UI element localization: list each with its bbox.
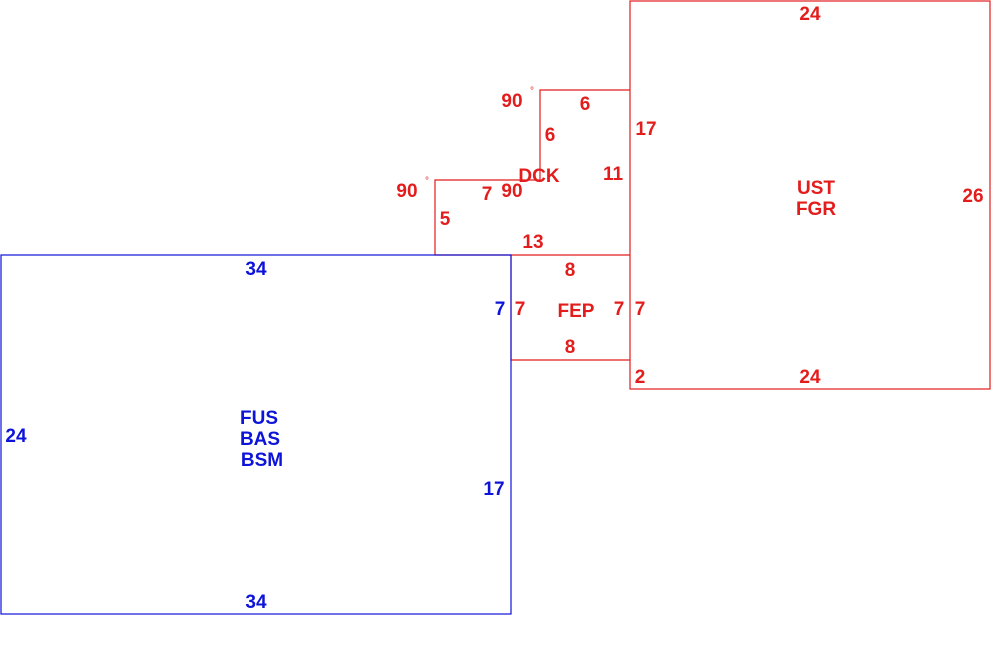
fus-left-dimension: 24 bbox=[5, 426, 27, 447]
dck-code: DCK bbox=[518, 166, 559, 187]
dck-left-upper-dimension: 6 bbox=[545, 125, 556, 146]
area-ust-fgr-outline bbox=[629, 0, 991, 390]
dck-bottom-dimension: 13 bbox=[522, 232, 543, 253]
fus-bottom-dimension: 34 bbox=[245, 592, 267, 613]
ust-fgr-code-1: UST bbox=[797, 178, 835, 199]
dck-top-dimension: 6 bbox=[580, 94, 591, 115]
fus-right-lower-dimension: 17 bbox=[483, 479, 504, 500]
area-fep: 8 7 FEP 7 8 bbox=[510, 255, 630, 361]
area-fus-bas-bsm-outline bbox=[0, 254, 512, 615]
dck-angle-top: 90 bbox=[501, 91, 522, 112]
fep-bottom-dimension: 8 bbox=[565, 337, 576, 358]
ust-fgr-left-lower-dimension: 2 bbox=[635, 367, 646, 388]
ust-fgr-bottom-dimension: 24 bbox=[799, 367, 821, 388]
degree-mark-left: ° bbox=[425, 176, 429, 187]
fus-code-1: FUS bbox=[240, 408, 278, 429]
dck-left-lower-dimension: 5 bbox=[440, 209, 451, 230]
ust-fgr-top-dimension: 24 bbox=[799, 4, 821, 25]
fep-top-dimension: 8 bbox=[565, 260, 576, 281]
fus-code-2: BAS bbox=[240, 429, 280, 450]
area-ust-fgr: 24 26 24 17 7 2 UST FGR bbox=[629, 0, 991, 390]
fep-left-dimension: 7 bbox=[515, 299, 526, 320]
ust-fgr-right-dimension: 26 bbox=[962, 186, 983, 207]
degree-mark-top: ° bbox=[530, 86, 534, 97]
fep-code: FEP bbox=[558, 301, 595, 322]
ust-fgr-left-mid-dimension: 7 bbox=[635, 299, 646, 320]
dck-right-dimension: 11 bbox=[603, 164, 624, 185]
fus-right-upper-dimension: 7 bbox=[495, 299, 506, 320]
fep-right-dimension: 7 bbox=[614, 299, 625, 320]
fus-top-dimension: 34 bbox=[245, 259, 267, 280]
area-dck: 6 90 ° 6 11 DCK 90 ° 7 90 5 13 bbox=[396, 86, 630, 256]
dck-inner-top-dimension: 7 bbox=[482, 184, 493, 205]
ust-fgr-code-2: FGR bbox=[796, 199, 836, 220]
ust-fgr-left-upper-dimension: 17 bbox=[635, 119, 656, 140]
dck-angle-left: 90 bbox=[396, 181, 417, 202]
dck-angle-inner: 90 bbox=[501, 181, 522, 202]
area-fus-bas-bsm: 34 24 7 17 34 FUS BAS BSM bbox=[0, 254, 512, 615]
fus-code-3: BSM bbox=[241, 450, 283, 471]
